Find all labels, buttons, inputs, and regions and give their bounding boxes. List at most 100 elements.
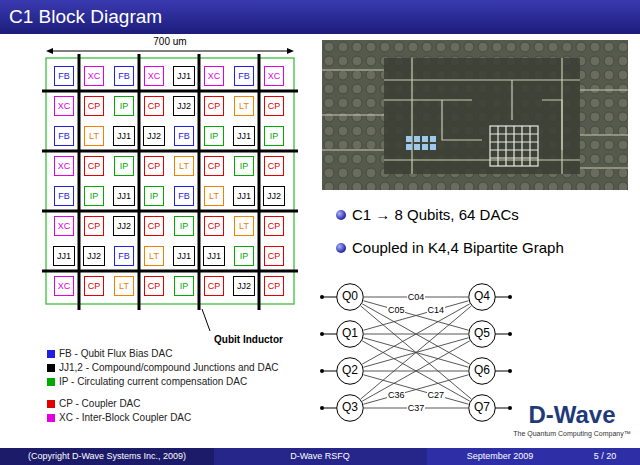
dac-label: FB <box>178 131 190 141</box>
dac-label: JJ1 <box>117 131 131 141</box>
dimension-arrowhead <box>46 48 53 54</box>
dac-label: CP <box>268 221 281 231</box>
photo-grid <box>490 126 538 166</box>
label-slot: (Copyright D-Wave Systems Inc., 2009) <box>28 451 186 461</box>
dac-box: CP <box>204 156 224 176</box>
label-slot: D-Wave RSFQ <box>290 451 350 461</box>
dac-label: CP <box>268 101 281 111</box>
bullet-text: C1 → 8 Qubits, 64 DACs <box>352 206 519 223</box>
qubit-label: Q2 <box>342 364 358 378</box>
legend-text: CP - Coupler DAC <box>59 398 141 410</box>
edge-label-patch: C36 <box>387 390 406 400</box>
photo-cell <box>430 136 436 142</box>
legend-text: JJ1,2 - Compound/compound Junctions and … <box>59 362 279 374</box>
dac-box: JJ1 <box>173 66 195 86</box>
dac-label: JJ2 <box>87 251 101 261</box>
stub-dot <box>320 406 324 410</box>
dac-label: XC <box>148 71 161 81</box>
edge-label-patch: C27 <box>427 390 446 400</box>
stub-dot <box>508 369 512 373</box>
dac-label: JJ1 <box>237 131 251 141</box>
edge-label-patch: C05 <box>387 305 406 315</box>
stub-dot <box>320 369 324 373</box>
dac-box: LT <box>84 126 104 146</box>
dac-box: XC <box>84 66 104 86</box>
coupler-edge <box>362 304 470 364</box>
label-slot: 700 um <box>151 36 188 48</box>
dac-box: IP <box>114 156 134 176</box>
stub-line <box>494 371 510 372</box>
dac-label: FB <box>118 251 130 261</box>
dac-box: LT <box>234 96 254 116</box>
coupler-edge <box>362 341 470 401</box>
dac-label: LT <box>119 281 129 291</box>
dac-label: IP <box>120 101 129 111</box>
dac-box: CP <box>144 96 164 116</box>
qubit-inductor <box>42 270 298 273</box>
qubit-node: Q7 <box>468 394 496 422</box>
dac-label: IP <box>150 191 159 201</box>
dac-box: LT <box>114 276 134 296</box>
photo-blue-cells <box>406 136 436 150</box>
dac-box: LT <box>204 186 224 206</box>
bullet-text: Coupled in K4,4 Bipartite Graph <box>352 239 564 256</box>
dac-label: LT <box>239 221 249 231</box>
slide-title: C1 Block Diagram <box>9 6 162 28</box>
stub-dot <box>320 295 324 299</box>
dimension-line <box>50 51 290 52</box>
footer-text: D-Wave RSFQ <box>290 451 350 461</box>
legend-swatch <box>47 350 55 358</box>
dac-box: XC <box>54 276 74 296</box>
dac-box: CP <box>204 216 224 236</box>
qubit-inductor <box>42 90 298 93</box>
dac-box: XC <box>54 216 74 236</box>
photo-cell <box>422 144 428 150</box>
qubit-node: Q0 <box>336 283 364 311</box>
dac-box: CP <box>204 276 224 296</box>
dac-label: XC <box>58 281 71 291</box>
qubit-label: Q3 <box>342 401 358 415</box>
dac-box: LT <box>144 246 164 266</box>
dac-label: JJ2 <box>237 281 251 291</box>
dac-box: CP <box>84 216 104 236</box>
qubit-label: Q6 <box>474 364 490 378</box>
dac-box: FB <box>114 66 134 86</box>
qubit-inductor <box>42 150 298 153</box>
edge-label-patch: C37 <box>407 403 426 413</box>
qubit-stubs <box>322 297 510 408</box>
dac-box: FB <box>174 126 194 146</box>
dac-label: JJ1 <box>117 191 131 201</box>
coupler-edge <box>363 301 468 330</box>
legend-text: IP - Circulating current compensation DA… <box>59 376 247 388</box>
dac-label: FB <box>58 191 70 201</box>
dac-box: CP <box>84 96 104 116</box>
stub-line <box>322 408 338 409</box>
chip-photo <box>322 40 628 190</box>
qubit-node: Q5 <box>468 320 496 348</box>
dac-box: CP <box>84 156 104 176</box>
bullet <box>336 243 346 253</box>
qubit-inductor <box>42 210 298 213</box>
dac-box: CP <box>264 216 284 236</box>
photo-cell <box>414 144 420 150</box>
coupler-edge <box>361 306 472 399</box>
qubit-node: Q2 <box>336 357 364 385</box>
legend-swatch <box>47 400 55 408</box>
dac-label: XC <box>268 71 281 81</box>
photo-cell <box>406 144 412 150</box>
dimension-label: 700 um <box>153 36 186 48</box>
dac-box: LT <box>234 216 254 236</box>
dac-box: FB <box>234 66 254 86</box>
dac-box: FB <box>54 186 74 206</box>
dac-box: CP <box>264 276 284 296</box>
stub-dot <box>320 332 324 336</box>
dac-box: JJ2 <box>143 126 165 146</box>
qubit-outline <box>469 395 496 422</box>
legend-swatch <box>47 364 55 372</box>
dac-box: IP <box>144 186 164 206</box>
dac-label: LT <box>209 191 219 201</box>
stub-dots <box>320 295 512 410</box>
photo-cell <box>414 136 420 142</box>
dac-label: CP <box>208 281 221 291</box>
dac-box: IP <box>264 126 284 146</box>
